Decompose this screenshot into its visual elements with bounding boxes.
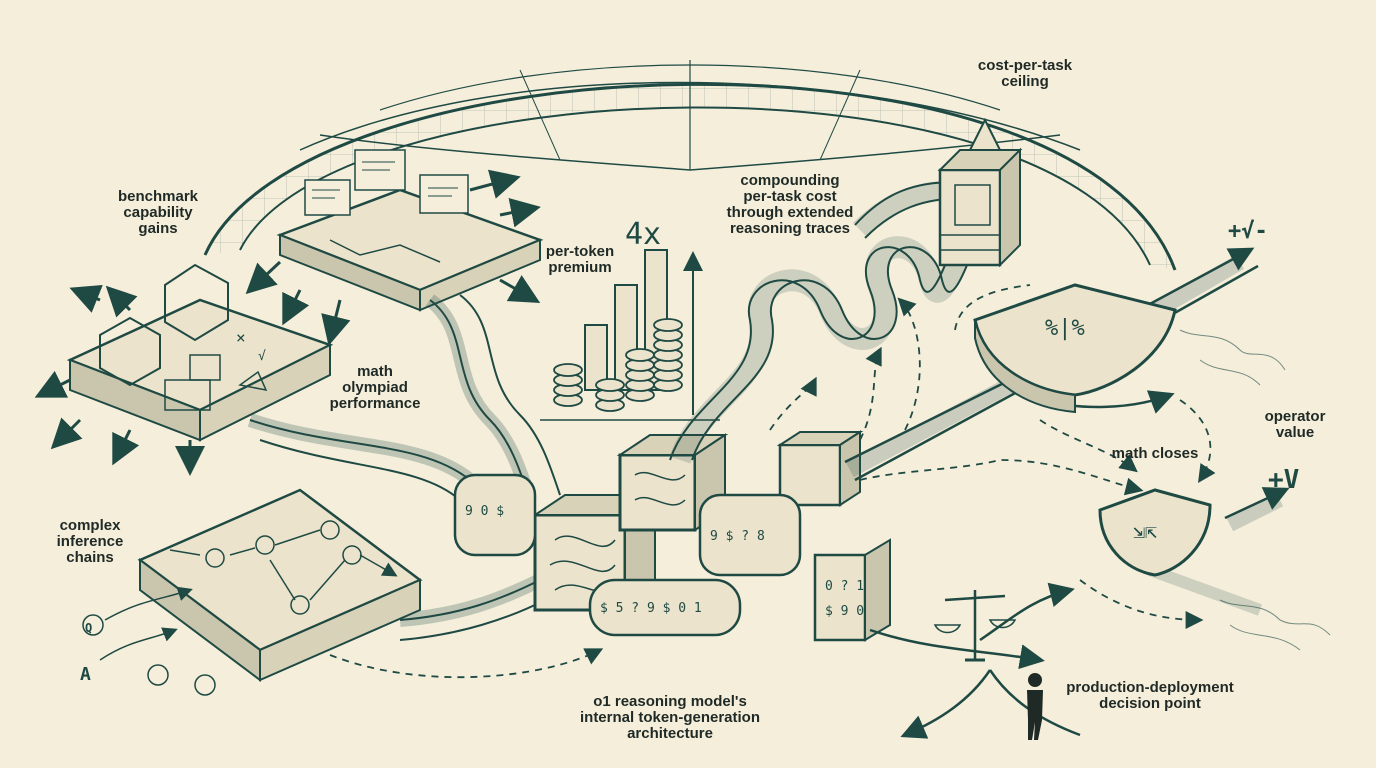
- svg-text:√: √: [258, 349, 266, 364]
- per-token-premium-chart: [540, 249, 720, 421]
- token-generation-core: $ 5 ? 9 $ 0 1 9 $ ? 8 9 0 $ 0 ? 1 $ 9 0: [453, 430, 891, 642]
- multiplier-label: 4x: [625, 217, 661, 252]
- svg-text:⇲⇱: ⇲⇱: [1133, 519, 1157, 543]
- svg-text:%|%: %|%: [1045, 316, 1085, 341]
- label-math-olympiad-performance: math olympiad performance: [329, 363, 421, 412]
- label-benchmark-capability-gains: benchmark capability gains: [117, 188, 199, 237]
- label-cost-per-task-ceiling: cost-per-task ceiling: [977, 57, 1073, 90]
- label-compounding-cost: compounding per-task cost through extend…: [726, 172, 854, 237]
- label-o1-architecture: o1 reasoning model's internal token-gene…: [579, 693, 761, 742]
- dashed-flows: [329, 284, 1216, 679]
- svg-text:9 0 $: 9 0 $: [465, 504, 504, 519]
- symbol-top: +√-: [1228, 219, 1268, 244]
- decision-point: [869, 582, 1081, 740]
- label-math-closes: math closes: [1111, 445, 1199, 462]
- label-production-deployment-decision: production-deployment decision point: [1066, 679, 1234, 712]
- cost-ceiling-tower: [937, 117, 1023, 268]
- pipes: [247, 294, 561, 641]
- shields: %|% ⇲⇱: [973, 283, 1212, 577]
- math-symbols: +√- +V 4x Q A: [80, 217, 1299, 685]
- label-per-token-premium: per-token premium: [545, 243, 615, 276]
- symbol-bottom: +V: [1268, 465, 1299, 495]
- svg-text:$ 9 0: $ 9 0: [825, 604, 864, 619]
- svg-text:9 $ ? 8: 9 $ ? 8: [710, 529, 765, 544]
- label-complex-inference-chains: complex inference chains: [56, 517, 124, 566]
- math-benchmark-platform: × √: [34, 263, 334, 476]
- node-q: Q: [85, 621, 92, 635]
- circuit-board-platform: [245, 149, 544, 346]
- scribbles: [1179, 329, 1331, 651]
- label-operator-value: operator value: [1264, 408, 1326, 441]
- svg-text:×: ×: [236, 328, 246, 347]
- inference-chain-platform: [82, 488, 423, 696]
- svg-text:$ 5 ? 9 $ 0 1: $ 5 ? 9 $ 0 1: [600, 601, 702, 616]
- node-a: A: [80, 664, 91, 685]
- svg-text:0 ? 1: 0 ? 1: [825, 579, 864, 594]
